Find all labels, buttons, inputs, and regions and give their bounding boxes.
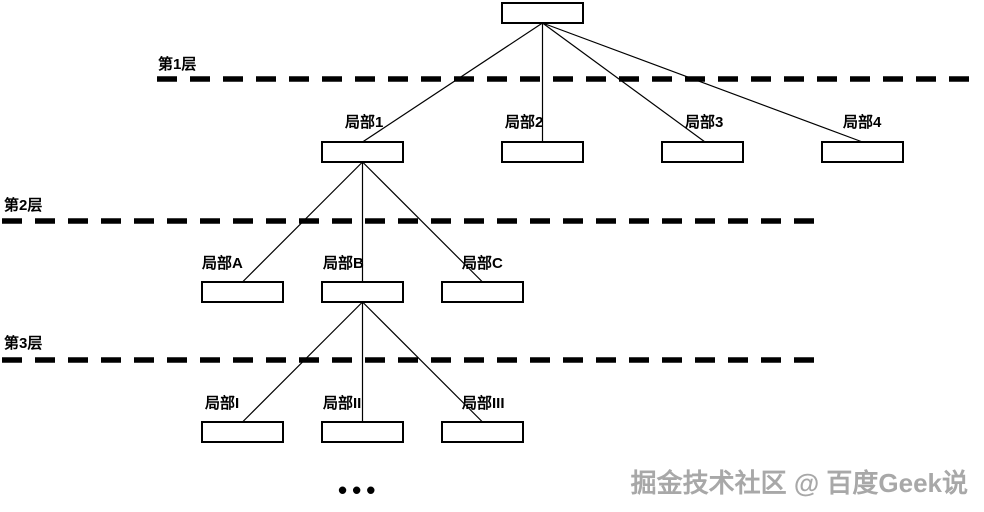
edge-root-to-node3	[543, 23, 706, 142]
nodeB-box	[322, 282, 403, 302]
nodeC-label: 局部C	[461, 254, 503, 272]
node1-box	[322, 142, 403, 162]
layer-1-label: 第1层	[158, 55, 196, 73]
nodeC-box	[442, 282, 523, 302]
nodeIII-box	[442, 422, 523, 442]
continuation-ellipsis: •••	[338, 475, 380, 505]
nodeA-label: 局部A	[201, 254, 243, 272]
nodeII-box	[322, 422, 403, 442]
node1-label: 局部1	[344, 113, 383, 131]
nodeI-label: 局部I	[204, 394, 239, 412]
node2-box	[502, 142, 583, 162]
watermark-text: 掘金技术社区 @ 百度Geek说	[631, 463, 968, 500]
nodeA-box	[202, 282, 283, 302]
node2-label: 局部2	[504, 113, 543, 131]
node4-label: 局部4	[842, 113, 882, 131]
layer-3-label: 第3层	[4, 334, 42, 352]
node3-box	[662, 142, 743, 162]
node3-label: 局部3	[684, 113, 723, 131]
nodeB-label: 局部B	[322, 254, 364, 272]
nodeII-label: 局部II	[322, 394, 361, 412]
root-node-box	[502, 3, 583, 23]
nodeI-box	[202, 422, 283, 442]
layer-2-label: 第2层	[4, 196, 42, 214]
nodeIII-label: 局部III	[461, 394, 505, 412]
node4-box	[822, 142, 903, 162]
